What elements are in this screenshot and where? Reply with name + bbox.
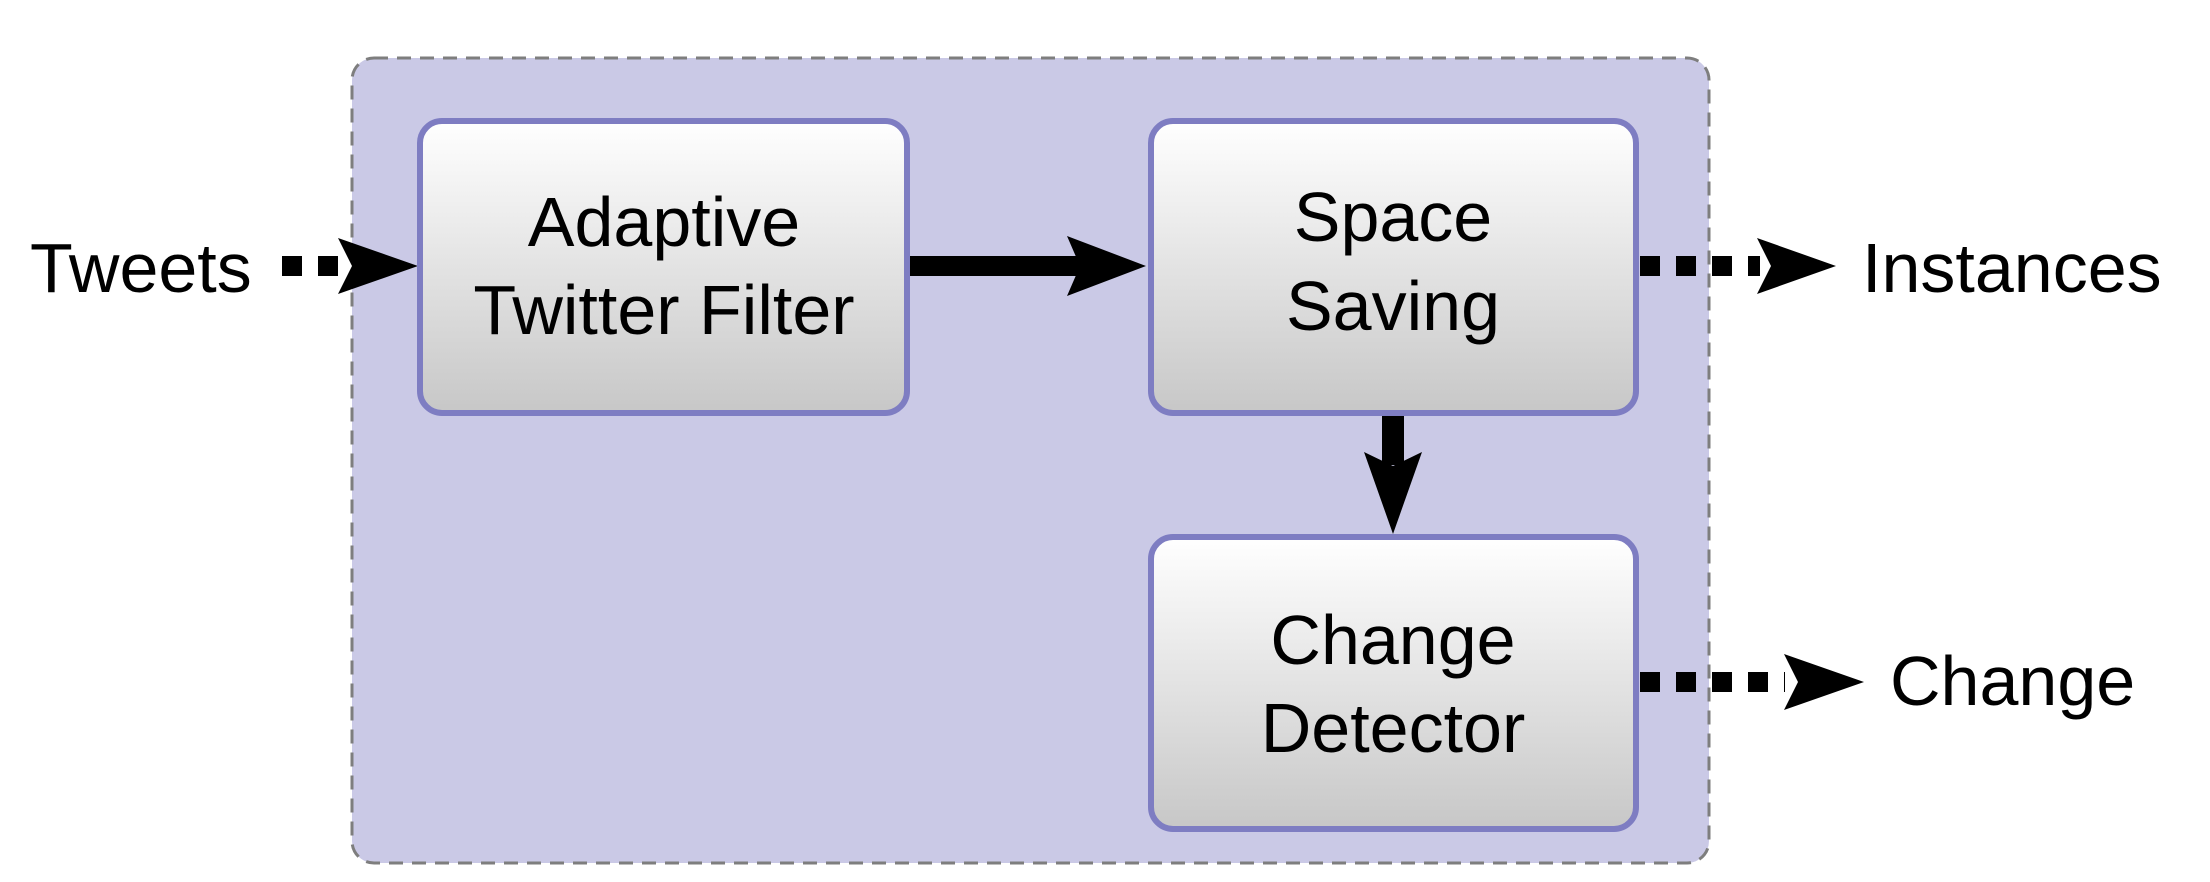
filter-to-space-saving-arrow — [910, 236, 1146, 296]
adaptive-box-line2: Twitter Filter — [473, 271, 854, 349]
adaptive-twitter-filter-box: Adaptive Twitter Filter — [417, 118, 910, 416]
change-detector-box: Change Detector — [1148, 534, 1639, 832]
space-saving-to-change-detector-arrow — [1364, 416, 1422, 534]
tweets-label: Tweets — [30, 229, 252, 307]
change-output-arrow — [1640, 654, 1864, 710]
change-label: Change — [1890, 642, 2135, 720]
space-saving-line1: Space — [1294, 178, 1492, 256]
adaptive-box-line1: Adaptive — [528, 183, 800, 261]
change-detector-line1: Change — [1270, 601, 1515, 679]
space-saving-box: Space Saving — [1148, 118, 1639, 416]
change-detector-line2: Detector — [1261, 689, 1526, 767]
instances-output-arrow — [1640, 238, 1836, 294]
instances-label: Instances — [1862, 229, 2162, 307]
space-saving-line2: Saving — [1286, 267, 1500, 345]
tweets-input-arrow — [282, 238, 418, 294]
